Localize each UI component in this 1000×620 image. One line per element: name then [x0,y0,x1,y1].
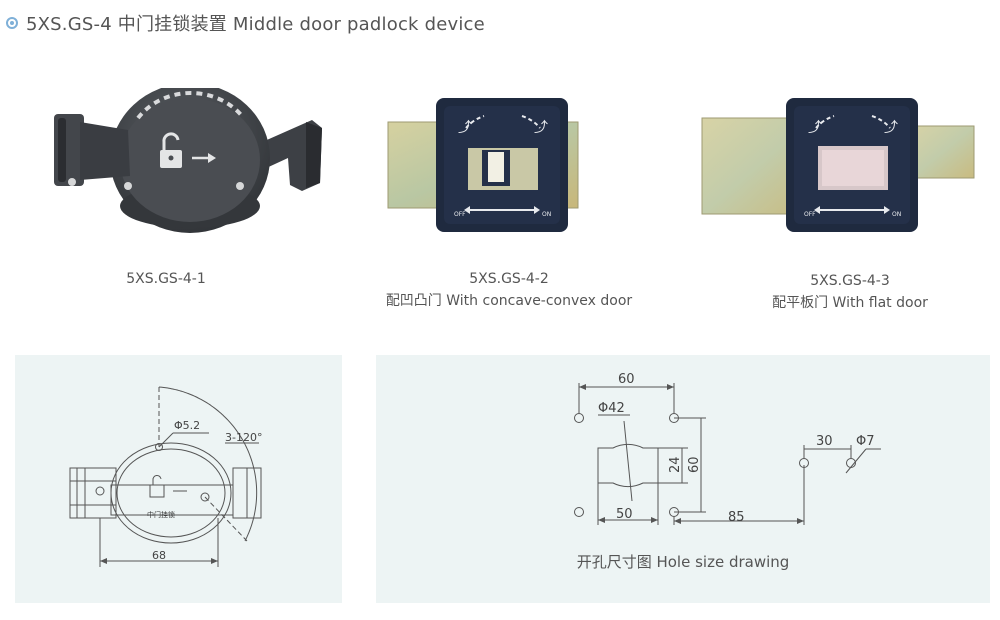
product-model-label: 5XS.GS-4-3 [810,273,890,289]
body-text-label: 中门挂锁 [147,510,175,519]
product-caption-2: 5XS.GS-4-2 配凹凸门 With concave-convex door [384,268,634,312]
product-caption-1: 5XS.GS-4-1 [50,268,282,290]
product-model-label: 5XS.GS-4-2 [469,271,549,287]
svg-text:⤴: ⤴ [884,120,898,136]
product-model-label: 5XS.GS-4-1 [126,271,206,287]
product-image-gs-4-3: ⤴ ⤴ OFF ON [700,98,980,238]
hole-size-drawing: 60 Φ42 24 60 50 85 30 Φ7 [574,372,881,525]
dim-diameter-label: Φ42 [598,401,625,416]
dim-50-label: 50 [616,507,633,522]
circle-bullet-icon [6,17,18,29]
dim-24-label: 24 [668,456,683,473]
width-label: 68 [152,549,166,562]
on-label: ON [542,211,551,218]
off-label: OFF [804,211,816,218]
dimension-drawing-panel: Φ5.2 3-120° 68 中门挂锁 [15,355,342,603]
concave-convex-lock-icon: ⤴ ⤴ OFF ON [387,98,579,232]
hole-size-caption: 开孔尺寸图 Hole size drawing [576,553,790,571]
page-header: 5XS.GS-4 中门挂锁装置 Middle door padlock devi… [6,10,485,36]
product-note-label: 配平板门 With flat door [772,295,928,311]
flat-door-lock-icon: ⤴ ⤴ OFF ON [701,98,975,232]
product-caption-3: 5XS.GS-4-3 配平板门 With flat door [725,270,975,314]
dim-60-vertical-label: 60 [687,456,702,473]
on-label: ON [892,211,901,218]
svg-text:⤴: ⤴ [808,120,822,136]
padlock-device-icon [54,83,322,233]
product-image-gs-4-1 [50,83,330,238]
product-note-label: 配凹凸门 With concave-convex door [385,293,633,309]
dim-top-label: 60 [618,372,635,387]
svg-text:⤴: ⤴ [458,120,472,136]
hole-size-drawing-panel: 60 Φ42 24 60 50 85 30 Φ7 开孔尺寸图 Hole size… [376,355,990,603]
padlock-dimension-drawing: Φ5.2 3-120° 68 中门挂锁 [69,386,262,567]
off-label: OFF [454,211,466,218]
dim-85-label: 85 [728,510,745,525]
dim-phi7-label: Φ7 [856,434,875,449]
dim-30-label: 30 [816,434,833,449]
hole-diameter-label: Φ5.2 [174,419,200,432]
svg-text:⤴: ⤴ [534,120,548,136]
page-title: 5XS.GS-4 中门挂锁装置 Middle door padlock devi… [26,14,485,35]
product-image-gs-4-2: ⤴ ⤴ OFF ON [384,98,584,238]
angle-label: 3-120° [225,431,262,444]
